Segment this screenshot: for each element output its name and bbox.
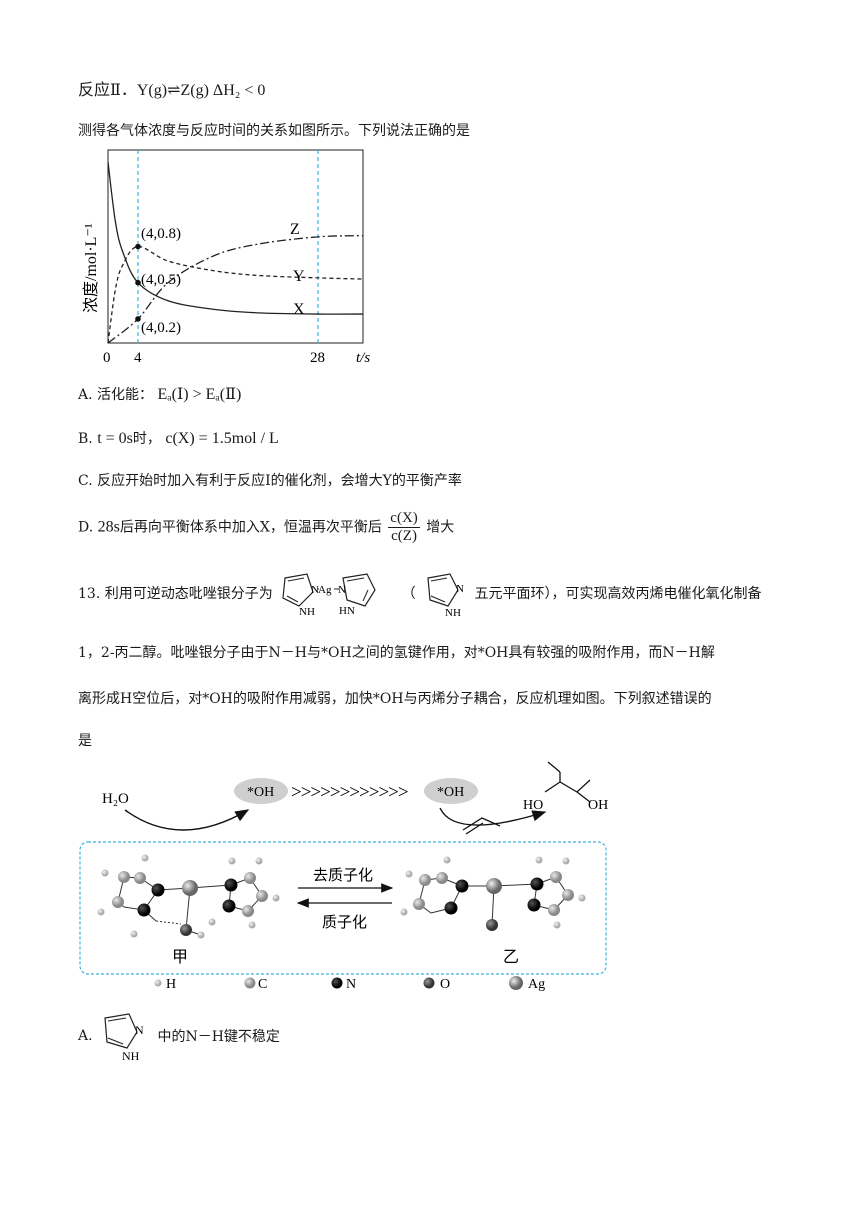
x-tick-28: 28 bbox=[310, 350, 325, 366]
label-jia: 甲 bbox=[172, 949, 188, 966]
deprotonation-label: 去质子化 bbox=[313, 867, 373, 884]
question-13-line-2: 1，2-丙二醇。吡唑银分子由于N－H与*OH之间的氢键作用，对*OH具有较强的吸… bbox=[78, 645, 715, 661]
svg-text:NH: NH bbox=[299, 606, 315, 618]
molecule-jia bbox=[97, 854, 280, 939]
mechanism-diagram: H₂O *OH >>>>>>>>>>>> *OH HO OH bbox=[79, 761, 608, 992]
series-x-line bbox=[107, 161, 364, 315]
svg-text:HN: HN bbox=[339, 605, 355, 617]
svg-text:H: H bbox=[166, 977, 176, 992]
h2o-label: H₂O bbox=[102, 791, 129, 807]
series-y-label: Y bbox=[293, 268, 305, 285]
label-yi: 乙 bbox=[503, 949, 519, 966]
question-13-line-4: 是 bbox=[78, 733, 92, 749]
chevron-arrows: >>>>>>>>>>>> bbox=[291, 782, 408, 803]
option-12-b: B. t = 0s时， c(X) = 1.5mol / L bbox=[78, 430, 279, 447]
svg-text:N: N bbox=[456, 583, 464, 595]
chart-frame bbox=[107, 149, 364, 344]
h2o-arrow bbox=[124, 809, 250, 831]
annotation-0.5: (4,0.5) bbox=[141, 272, 181, 288]
oh-label-2: *OH bbox=[437, 785, 464, 800]
pyrazole-option-structure: N NH bbox=[104, 1013, 144, 1063]
propanediol-structure bbox=[544, 761, 591, 803]
series-x-label: X bbox=[293, 301, 305, 318]
oh-label-1: *OH bbox=[247, 785, 274, 800]
series-z-label: Z bbox=[290, 221, 300, 238]
point-4-0.8 bbox=[135, 243, 141, 250]
pyrazole-ring-structure: N NH bbox=[427, 573, 464, 618]
x-tick-4: 4 bbox=[134, 350, 142, 366]
svg-text:Ag: Ag bbox=[318, 584, 332, 596]
molecule-yi bbox=[400, 856, 586, 931]
reaction-2: 反应Ⅱ．Y(g)⇌Z(g) ΔH₂ < 0 bbox=[78, 82, 266, 99]
coupling-arrow bbox=[439, 807, 547, 826]
fraction-cx-cz: c(X)c(Z) bbox=[388, 510, 420, 544]
protonation-label: 质子化 bbox=[322, 914, 367, 931]
option-12-d: D. 28s后再向平衡体系中加入X，恒温再次平衡后 c(X)c(Z) 增大 bbox=[78, 510, 455, 544]
product-ho-label: HO bbox=[523, 798, 543, 813]
atom-legend: H C N O Ag bbox=[154, 976, 545, 992]
propene-structure bbox=[462, 817, 501, 831]
svg-text:NH: NH bbox=[445, 607, 461, 618]
annotation-0.8: (4,0.8) bbox=[141, 226, 181, 242]
silver-pyrazole-structure: N NH Ag N HN bbox=[282, 573, 376, 618]
svg-text:N: N bbox=[338, 584, 346, 596]
option-12-c: C. 反应开始时加入有利于反应Ⅰ的催化剂，会增大Y的平衡产率 bbox=[78, 473, 462, 489]
svg-text:Ag: Ag bbox=[528, 977, 545, 992]
x-axis-label: t/s bbox=[356, 350, 370, 366]
y-axis-label: 浓度/mol·L⁻¹ bbox=[82, 223, 100, 313]
svg-text:N: N bbox=[135, 1023, 144, 1037]
concentration-chart: (4,0.8) (4,0.5) (4,0.2) Z Y X 0 4 28 t/s… bbox=[82, 149, 370, 366]
svg-text:N: N bbox=[346, 977, 356, 992]
series-y-line bbox=[107, 245, 364, 344]
svg-text:NH: NH bbox=[122, 1049, 140, 1063]
point-4-0.2 bbox=[135, 316, 141, 322]
product-oh-label: OH bbox=[588, 798, 608, 813]
svg-text:O: O bbox=[440, 977, 450, 992]
option-12-a: A. 活化能： Eₐ(Ⅰ) > Eₐ(Ⅱ) bbox=[78, 386, 242, 403]
svg-text:N: N bbox=[311, 584, 319, 596]
question-13-line-1: 13. 利用可逆动态吡唑银分子为 N NH Ag N HN （ N NH 五元平… bbox=[78, 568, 762, 624]
x-tick-0: 0 bbox=[103, 350, 111, 366]
oh-bubble-1 bbox=[234, 778, 288, 804]
point-4-0.5 bbox=[135, 279, 141, 286]
oh-bubble-2 bbox=[424, 778, 478, 804]
annotation-0.2: (4,0.2) bbox=[141, 320, 181, 336]
question-13-line-3: 离形成H空位后，对*OH的吸附作用减弱，加快*OH与丙烯分子耦合，反应机理如图。… bbox=[78, 691, 712, 707]
option-13-a: A. N NH 中的N－H键不稳定 bbox=[78, 1008, 280, 1068]
question-12-stem: 测得各气体浓度与反应时间的关系如图所示。下列说法正确的是 bbox=[78, 123, 470, 139]
svg-text:C: C bbox=[258, 977, 267, 992]
mechanism-box bbox=[79, 841, 607, 975]
